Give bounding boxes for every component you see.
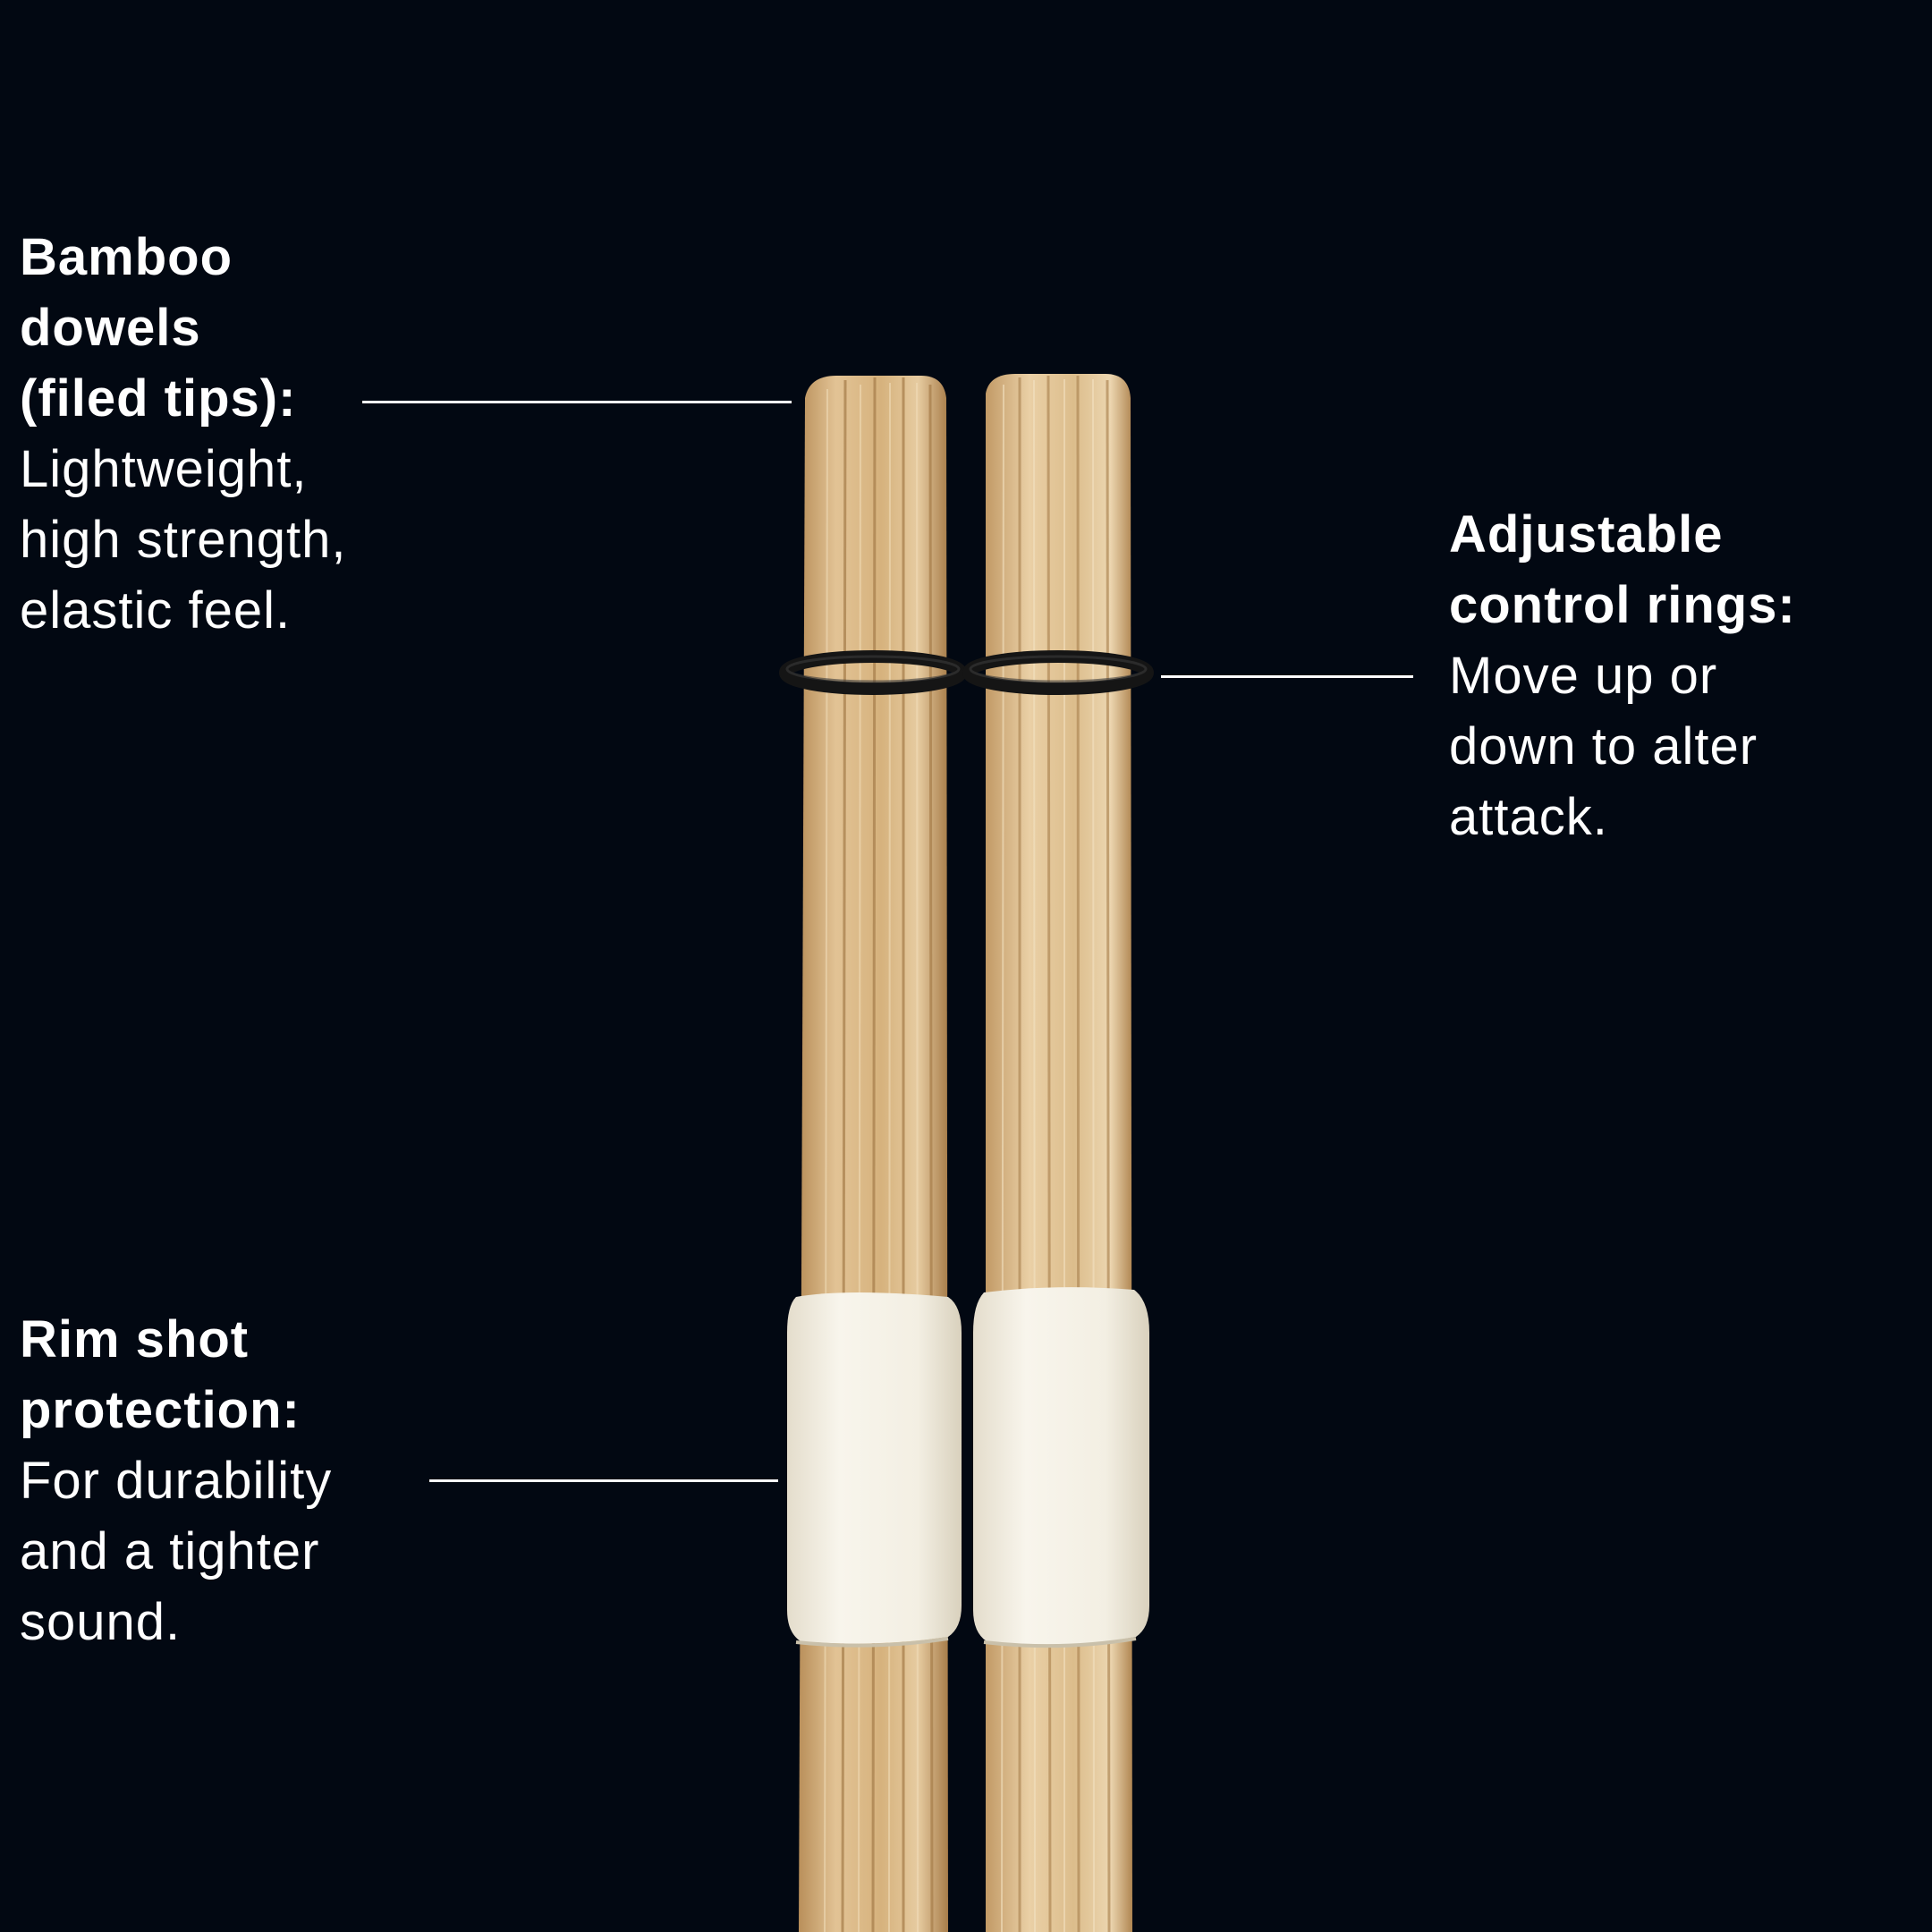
callout-desc-line: attack. [1449,788,1608,846]
left-control-ring [779,650,967,695]
callout-desc-line: Lightweight, [20,440,308,498]
callout-rim-shot-protection: Rim shot protection: For durability and … [20,1304,440,1657]
callout-desc-line: high strength, [20,511,347,569]
callout-bamboo-dowels: Bamboo dowels (filed tips): Lightweight,… [20,222,440,646]
callout-title-line: Bamboo [20,228,233,286]
callout-desc-line: down to alter [1449,717,1758,775]
right-rod [986,374,1132,1932]
callout-title-line: (filed tips): [20,369,297,428]
callout-desc-line: Move up or [1449,647,1718,705]
callout-desc-line: For durability [20,1452,333,1510]
callout-title-line: dowels [20,299,201,357]
callout-title-line: protection: [20,1381,301,1439]
callout-title-line: Rim shot [20,1310,250,1368]
callout-title-line: Adjustable [1449,505,1724,564]
rings-leader-line [1161,675,1413,678]
callout-desc-line: sound. [20,1593,182,1651]
callout-title-line: control rings: [1449,576,1796,634]
left-rim-sleeve [787,1292,962,1648]
right-rim-sleeve [973,1287,1149,1648]
rim-leader-line [429,1479,778,1482]
callout-desc-line: and a tighter [20,1522,320,1580]
right-control-ring [962,650,1154,695]
left-rod [799,376,948,1932]
callout-control-rings: Adjustable control rings: Move up or dow… [1449,499,1914,852]
callout-desc-line: elastic feel. [20,581,292,640]
tips-leader-line [362,401,792,403]
